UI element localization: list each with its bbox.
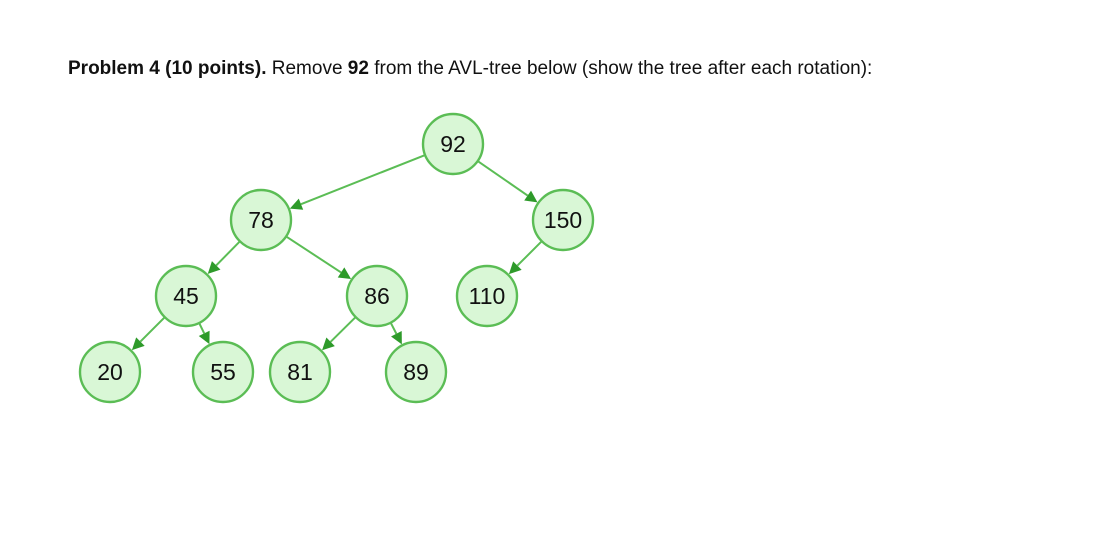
arrowhead-icon xyxy=(322,337,335,351)
node-label: 55 xyxy=(210,359,236,385)
tree-node-55: 55 xyxy=(191,340,255,404)
node-circle xyxy=(345,264,409,328)
arrowhead-icon xyxy=(508,261,522,275)
arrowhead-icon xyxy=(289,198,304,210)
edge-line xyxy=(477,160,529,197)
node-label: 81 xyxy=(287,359,313,385)
node-label: 89 xyxy=(403,359,429,385)
arrowhead-icon xyxy=(391,331,402,345)
node-circle xyxy=(421,112,485,176)
tree-node-81: 81 xyxy=(268,340,332,404)
edge-line xyxy=(329,316,357,343)
problem-text-after: from the AVL-tree below (show the tree a… xyxy=(368,58,873,79)
edge-45-20 xyxy=(131,316,166,351)
arrowhead-icon xyxy=(337,267,352,280)
tree-node-150: 150 xyxy=(531,188,595,252)
tree-node-86: 86 xyxy=(345,264,409,328)
node-circle xyxy=(455,264,519,328)
node-label: 45 xyxy=(173,283,199,309)
tree-node-20: 20 xyxy=(78,340,142,404)
edge-line xyxy=(285,235,342,274)
node-circle xyxy=(191,340,255,404)
node-label: 78 xyxy=(248,207,274,233)
edge-line xyxy=(300,154,426,206)
node-circle xyxy=(154,264,218,328)
tree-node-92: 92 xyxy=(421,112,485,176)
edge-92-78 xyxy=(289,154,426,210)
edge-86-81 xyxy=(322,316,357,351)
edge-line xyxy=(139,316,166,343)
edge-150-110 xyxy=(508,240,543,275)
edge-86-89 xyxy=(389,322,402,345)
arrowhead-icon xyxy=(207,261,221,274)
edge-line xyxy=(215,240,241,267)
arrowhead-icon xyxy=(198,330,210,345)
tree-nodes: 92 78 150 45 86 110 20 55 81 89 xyxy=(78,112,595,404)
tree-node-110: 110 xyxy=(455,264,519,328)
node-circle xyxy=(78,340,142,404)
node-circle xyxy=(268,340,332,404)
node-circle xyxy=(384,340,448,404)
tree-edges xyxy=(131,154,543,351)
arrowhead-icon xyxy=(524,190,538,203)
node-circle xyxy=(229,188,293,252)
problem-statement: Problem 4 (10 points). Remove 92 from th… xyxy=(68,58,872,80)
edge-line xyxy=(389,322,398,335)
tree-node-89: 89 xyxy=(384,340,448,404)
problem-highlight-value: 92 xyxy=(347,58,369,79)
edge-45-55 xyxy=(198,322,210,345)
arrowhead-icon xyxy=(131,337,145,351)
node-label: 92 xyxy=(440,131,466,157)
tree-node-45: 45 xyxy=(154,264,218,328)
node-label: 86 xyxy=(364,283,390,309)
problem-text-before: Remove xyxy=(266,58,348,79)
edge-92-150 xyxy=(477,160,538,203)
edge-78-86 xyxy=(285,235,352,280)
problem-title: Problem 4 (10 points). xyxy=(68,58,267,79)
edge-line xyxy=(516,240,543,267)
edge-line xyxy=(198,322,206,334)
edge-78-45 xyxy=(207,240,241,274)
node-label: 110 xyxy=(469,283,506,309)
node-circle xyxy=(531,188,595,252)
node-label: 150 xyxy=(544,207,582,233)
tree-node-78: 78 xyxy=(229,188,293,252)
node-label: 20 xyxy=(97,359,123,385)
